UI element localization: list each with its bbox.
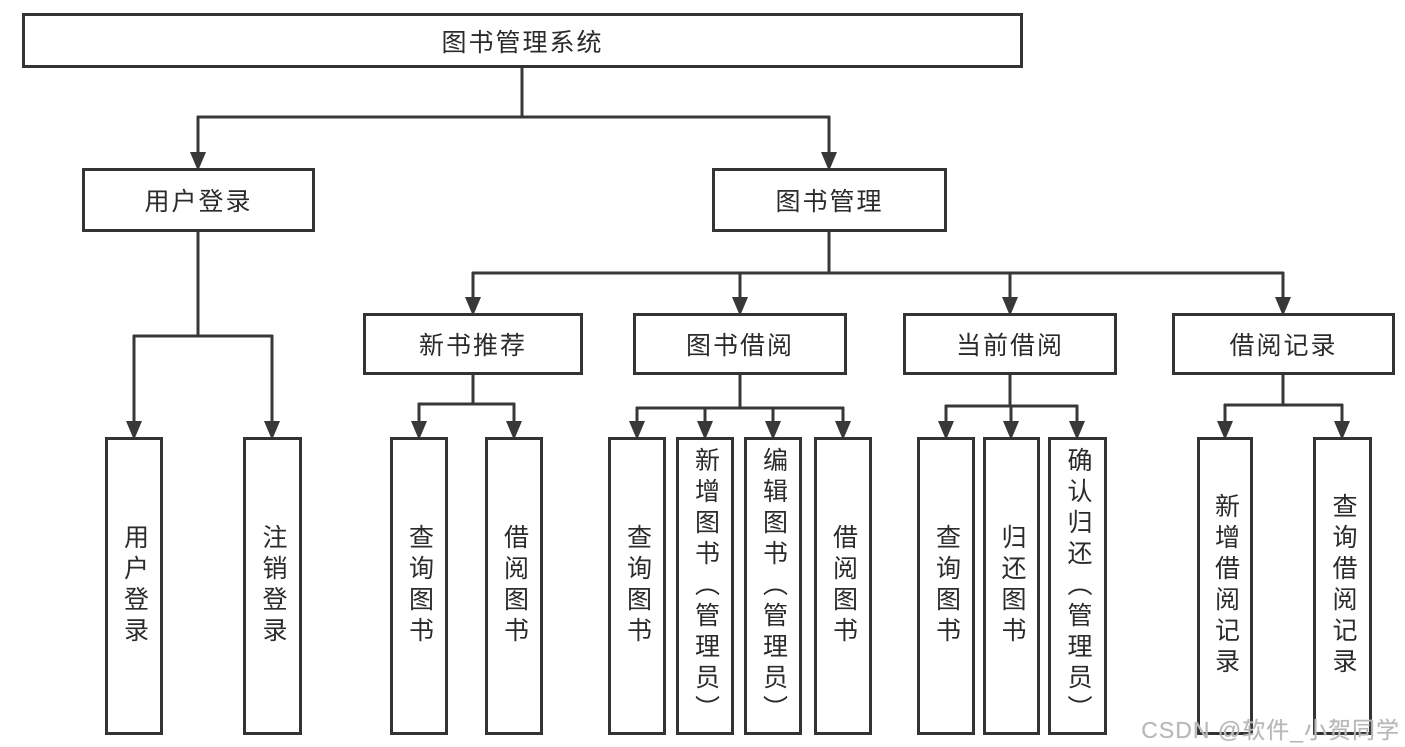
leaf-user-login: 用户登录 [105, 437, 163, 735]
leaf-return-book-label: 归还图书 [998, 524, 1026, 648]
leaf-query-book-3-label: 查询图书 [932, 524, 961, 648]
leaf-query-book-3: 查询图书 [917, 437, 975, 735]
leaf-borrow-book-2: 借阅图书 [814, 437, 872, 735]
node-root: 图书管理系统 [22, 13, 1023, 68]
leaf-query-borrow-record-label: 查询借阅记录 [1329, 493, 1357, 679]
leaf-query-book-1: 查询图书 [390, 437, 448, 735]
leaf-add-book-admin: 新增图书（管理员） [676, 437, 734, 735]
node-current-borrow-label: 当前借阅 [955, 332, 1064, 360]
leaf-query-book-1-label: 查询图书 [405, 524, 434, 648]
node-new-book-recommend: 新书推荐 [363, 313, 583, 375]
leaf-edit-book-admin: 编辑图书（管理员） [744, 437, 802, 735]
node-user-login: 用户登录 [82, 168, 315, 232]
leaf-borrow-book-2-label: 借阅图书 [829, 524, 858, 648]
leaf-logout: 注销登录 [243, 437, 302, 735]
node-borrow-record-label: 借阅记录 [1229, 332, 1338, 360]
node-borrow-record: 借阅记录 [1172, 313, 1395, 375]
node-new-book-recommend-label: 新书推荐 [418, 332, 527, 360]
leaf-borrow-book-1-label: 借阅图书 [500, 524, 529, 648]
arrowheads [126, 152, 1350, 440]
leaf-query-book-2: 查询图书 [608, 437, 666, 735]
node-user-login-label: 用户登录 [144, 188, 253, 216]
node-book-management-label: 图书管理 [775, 188, 884, 216]
leaf-user-login-label: 用户登录 [120, 524, 149, 648]
leaf-add-book-admin-label: 新增图书（管理员） [691, 446, 720, 726]
leaf-add-borrow-record-label: 新增借阅记录 [1211, 493, 1240, 679]
leaf-borrow-book-1: 借阅图书 [485, 437, 543, 735]
leaf-query-borrow-record: 查询借阅记录 [1313, 437, 1372, 735]
node-book-borrow: 图书借阅 [633, 313, 847, 375]
node-current-borrow: 当前借阅 [903, 313, 1117, 375]
leaf-return-book: 归还图书 [983, 437, 1040, 735]
leaf-confirm-return-admin: 确认归还（管理员） [1048, 437, 1107, 735]
leaf-edit-book-admin-label: 编辑图书（管理员） [759, 446, 788, 726]
leaf-logout-label: 注销登录 [259, 524, 287, 648]
node-root-label: 图书管理系统 [441, 28, 604, 57]
leaf-confirm-return-admin-label: 确认归还（管理员） [1064, 446, 1092, 726]
leaf-query-book-2-label: 查询图书 [623, 524, 652, 648]
node-book-management: 图书管理 [712, 168, 947, 232]
leaf-add-borrow-record: 新增借阅记录 [1197, 437, 1253, 735]
node-book-borrow-label: 图书借阅 [685, 332, 794, 360]
